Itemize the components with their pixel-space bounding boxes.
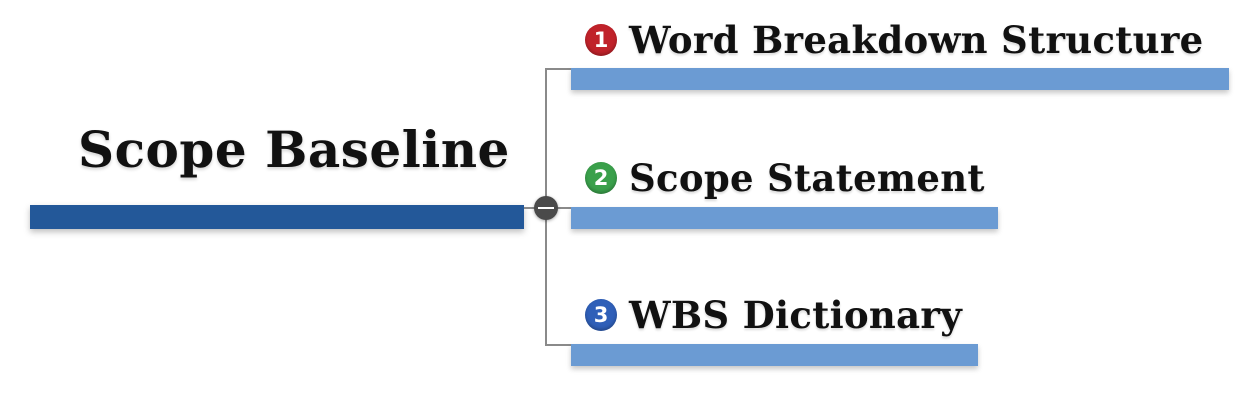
minus-circle-icon[interactable] [534,196,558,220]
branch-topic-2[interactable]: 2 Scope Statement [585,156,985,200]
branch-topic-3-label: WBS Dictionary [629,293,962,337]
root-topic-title[interactable]: Scope Baseline [78,120,510,179]
number-1-badge-icon: 1 [585,24,617,56]
branch-topic-1-bar [571,68,1229,90]
root-topic-bar [30,205,524,229]
branch-topic-1[interactable]: 1 Word Breakdown Structure [585,18,1204,62]
number-3-badge-icon: 3 [585,299,617,331]
branch-topic-2-bar [571,207,998,229]
number-2-badge-icon: 2 [585,162,617,194]
branch-topic-2-label: Scope Statement [629,156,985,200]
branch-topic-3-bar [571,344,978,366]
branch-connector-3 [545,344,571,346]
branch-topic-1-label: Word Breakdown Structure [629,18,1204,62]
branch-topic-3[interactable]: 3 WBS Dictionary [585,293,962,337]
branch-connector-1 [545,68,571,70]
branch-connector-2 [545,207,571,209]
